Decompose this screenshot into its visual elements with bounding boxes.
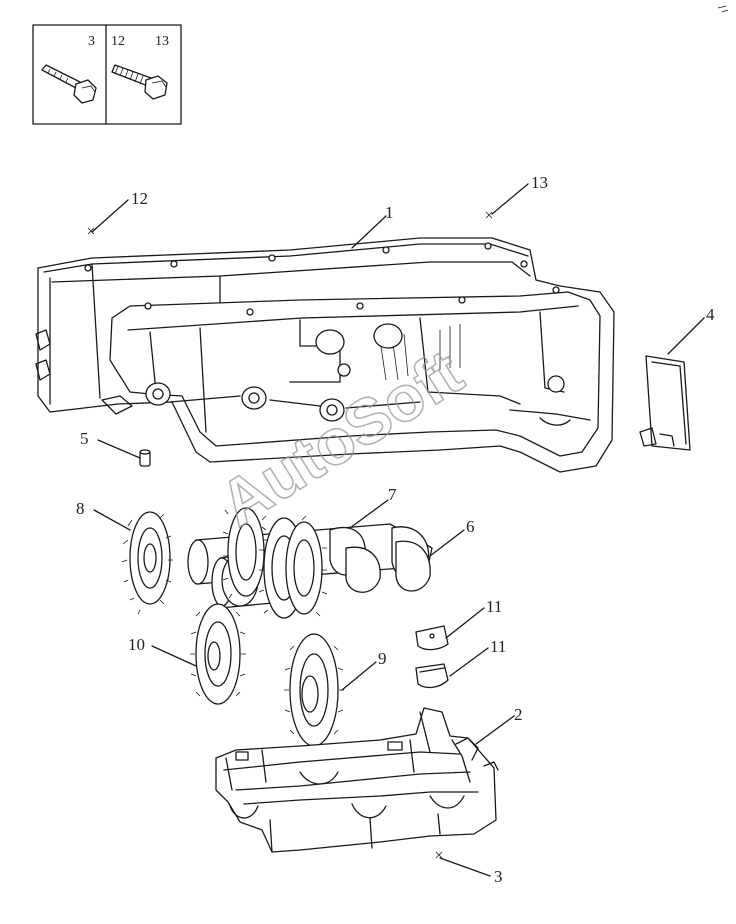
part-11-bearing-shells — [415, 625, 449, 689]
callout-9: 9 — [378, 649, 387, 668]
callout-1: 1 — [385, 203, 394, 222]
callout-labels: 12 1 13 4 5 8 7 6 10 9 11 11 2 3 — [76, 173, 715, 886]
callout-11-upper: 11 — [486, 597, 502, 616]
part-9-gear — [284, 633, 344, 747]
part-5-pin — [139, 449, 151, 467]
rim-holes — [84, 242, 560, 316]
bolt-3-icon — [41, 64, 97, 104]
part-4-cover-plate — [639, 355, 691, 451]
part-10-gear — [190, 603, 246, 705]
callout-7: 7 — [388, 485, 397, 504]
bolt-12-13-icon — [111, 64, 168, 100]
leader-lines — [87, 183, 705, 877]
fastener-inset: 3 12 13 — [32, 24, 182, 125]
callout-11-lower: 11 — [490, 637, 506, 656]
inset-label-3: 3 — [88, 34, 95, 49]
corner-mark — [717, 5, 729, 13]
part-8-gear — [121, 511, 173, 615]
callout-8: 8 — [76, 499, 85, 518]
inset-label-12: 12 — [111, 34, 125, 49]
callout-3: 3 — [494, 867, 503, 886]
callout-12: 12 — [131, 189, 148, 208]
part-2-lower-frame — [215, 707, 499, 853]
callout-10: 10 — [128, 635, 145, 654]
callout-6: 6 — [466, 517, 475, 536]
callout-4: 4 — [706, 305, 715, 324]
callout-13: 13 — [531, 173, 548, 192]
inset-label-13: 13 — [155, 34, 169, 49]
callout-2: 2 — [514, 705, 523, 724]
part-6-7-camshafts — [187, 507, 433, 619]
callout-5: 5 — [80, 429, 89, 448]
part-1-upper-housing — [35, 237, 615, 473]
